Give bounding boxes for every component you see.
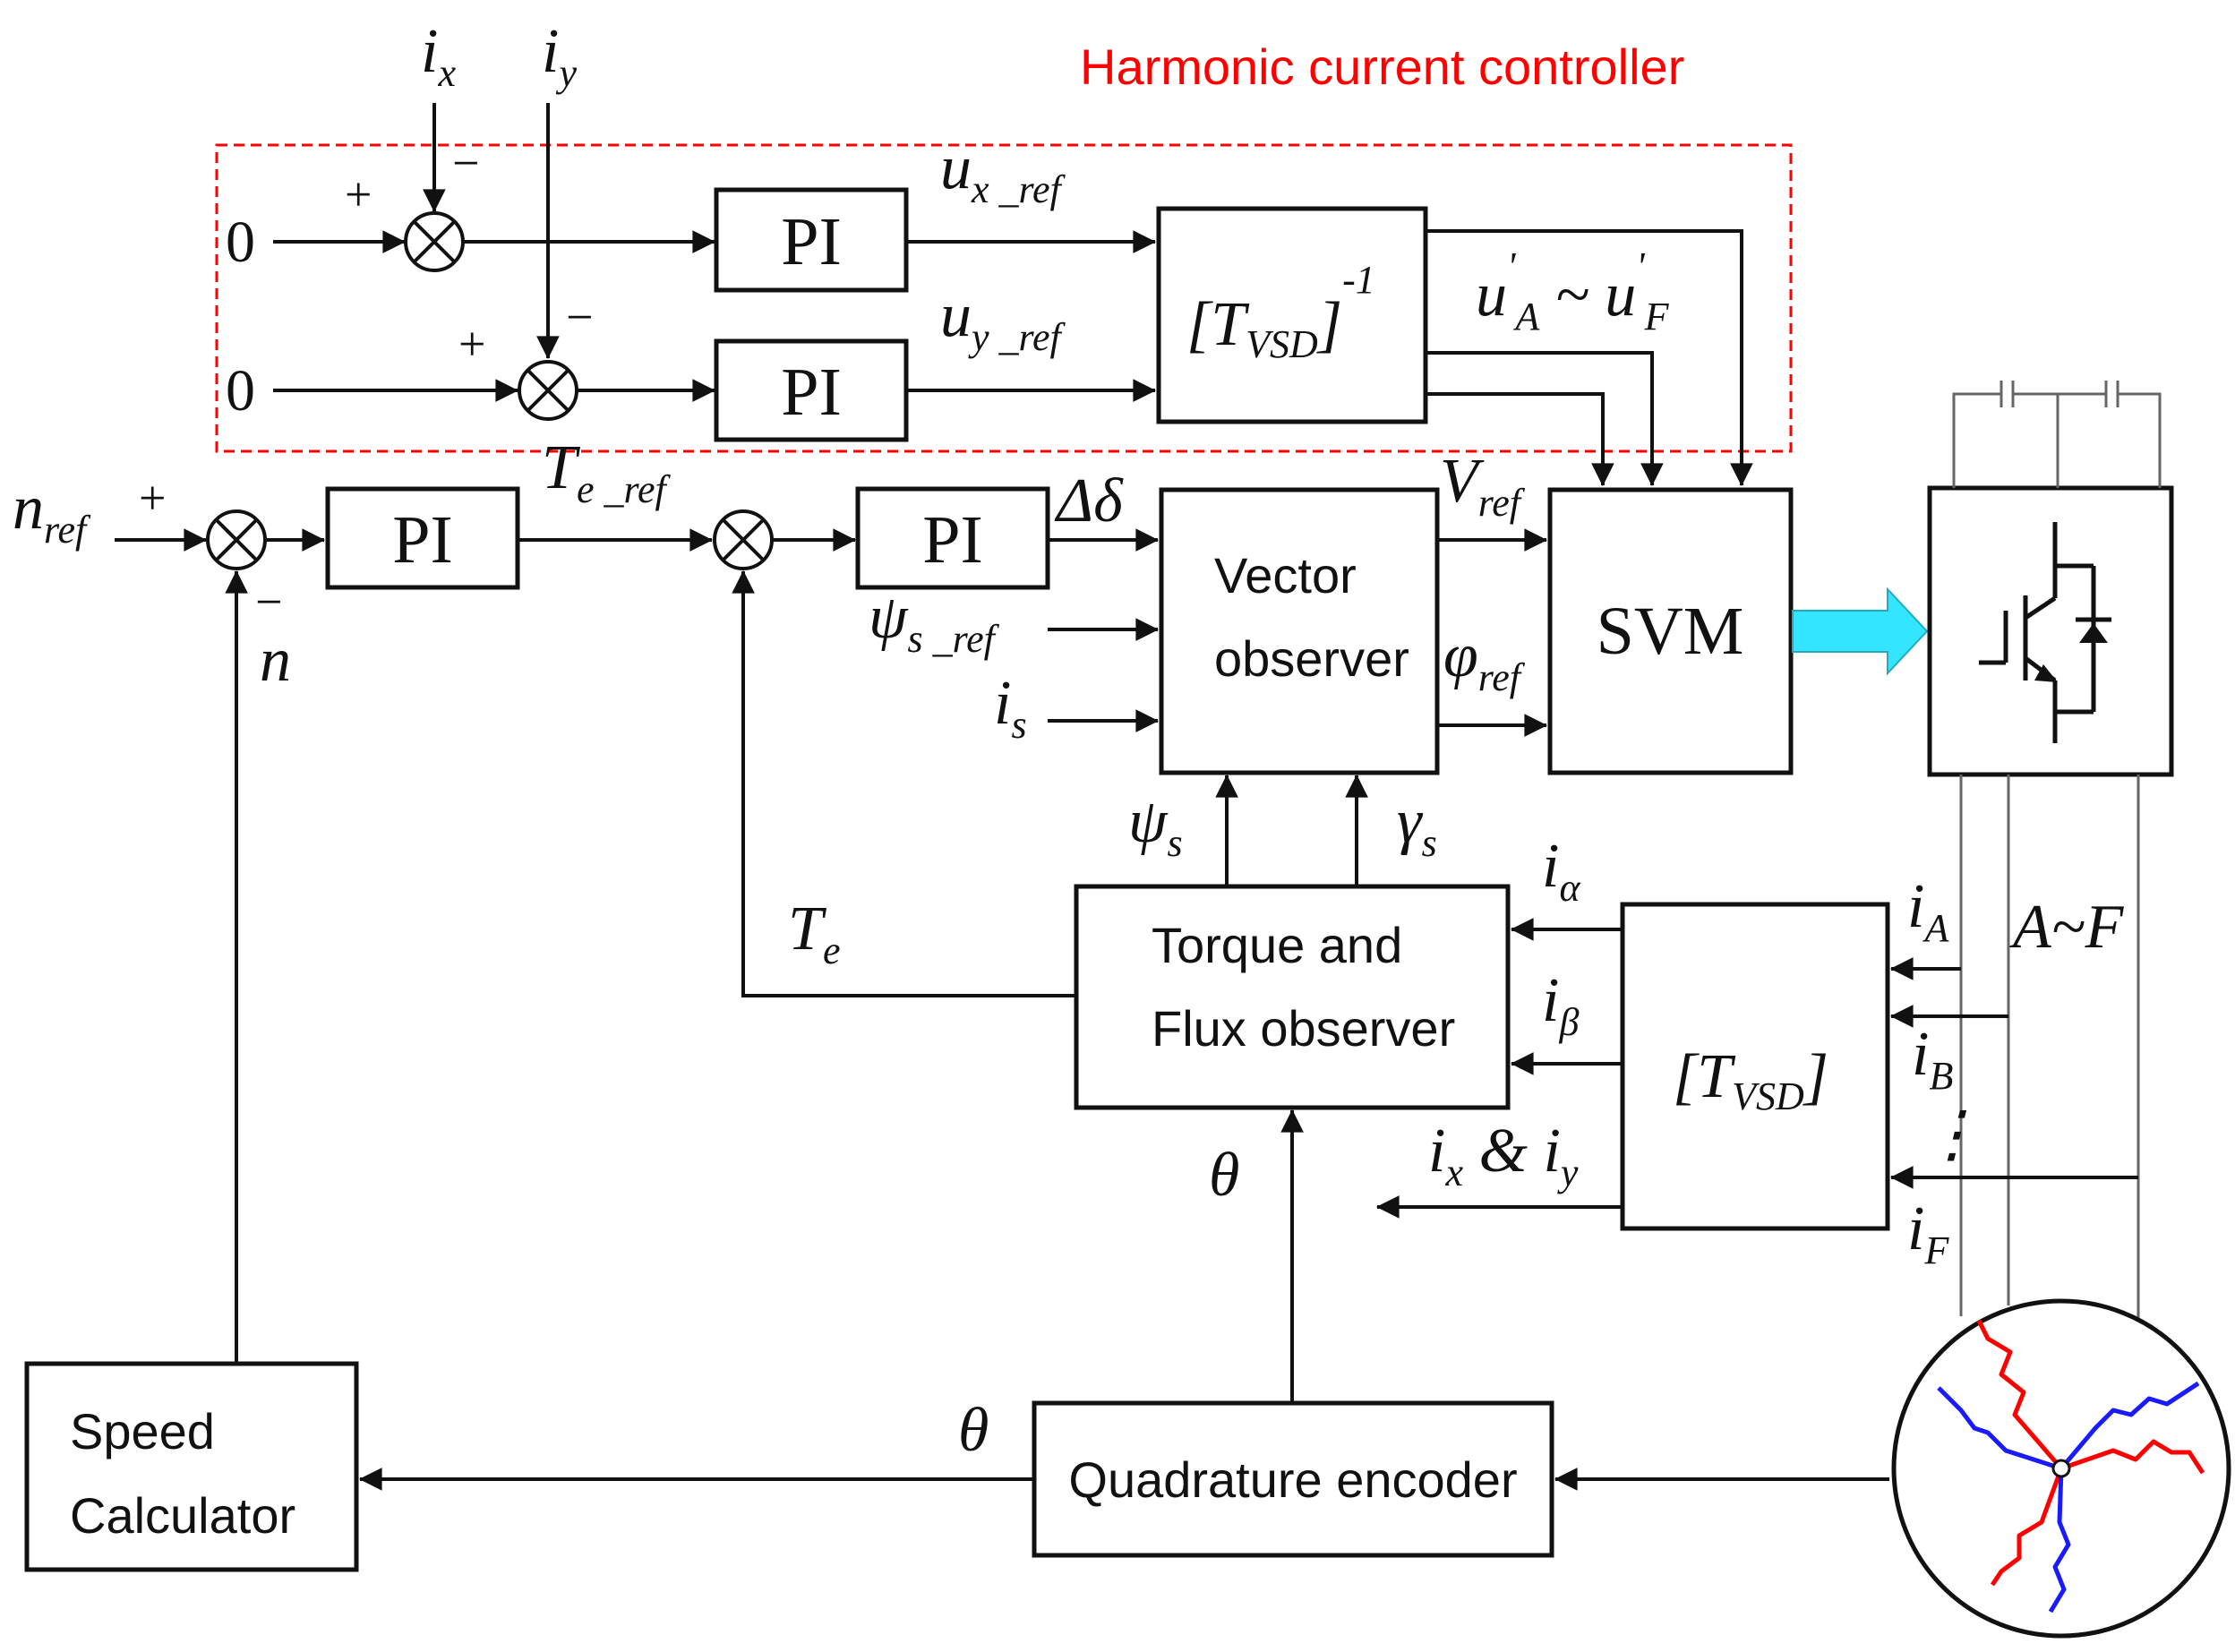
motor-windings-icon xyxy=(1891,1298,2231,1639)
harmonic-controller-region xyxy=(215,143,1793,453)
label-gamma-s: γs xyxy=(1397,787,1437,865)
inverse-tvsd-block xyxy=(1156,206,1428,424)
label-A-F: A~F xyxy=(2009,893,2125,962)
summing-junction-icon xyxy=(713,509,774,570)
harmonic-controller-title: Harmonic current controller xyxy=(1080,39,1684,95)
torque-flux-observer-label-2: Flux observer xyxy=(1152,1000,1455,1057)
torque-flux-observer-block xyxy=(1074,884,1511,1110)
label-ix: ix xyxy=(421,17,456,95)
label-n-ref: nref xyxy=(13,474,91,552)
label-uy-ref: uy _ref xyxy=(940,281,1066,359)
label-phi-ref: φref xyxy=(1443,621,1526,699)
diode-icon xyxy=(2079,623,2108,643)
speed-calculator-label-2: Calculator xyxy=(70,1487,295,1544)
quadrature-encoder-label: Quadrature encoder xyxy=(1068,1451,1517,1508)
pi-block-x-label: PI xyxy=(781,204,842,279)
input-zero-x: 0 xyxy=(226,210,255,275)
summing-junction-icon xyxy=(518,360,578,421)
label-vdots: ⋮ xyxy=(1921,1100,1983,1169)
label-iy: iy xyxy=(542,17,577,95)
summing-junction-icon xyxy=(206,509,267,570)
speed-calculator-block xyxy=(24,1361,359,1572)
inverter-block xyxy=(1927,485,2174,777)
sign-minus-n: − xyxy=(255,575,282,629)
sign-minus-x: − xyxy=(452,136,479,190)
sign-plus-x: + xyxy=(345,167,372,221)
sign-plus-n: + xyxy=(139,471,166,525)
sign-minus-y: − xyxy=(566,290,593,344)
pi-block-speed-label: PI xyxy=(392,502,453,578)
svm-block xyxy=(1547,487,1794,775)
block-arrow-icon xyxy=(1792,586,1929,676)
label-psi-s: ψs xyxy=(1128,787,1183,865)
svm-label: SVM xyxy=(1597,594,1744,669)
label-i-alpha: iα xyxy=(1542,832,1580,910)
capacitor-icon xyxy=(1952,381,2162,488)
label-iF: iF xyxy=(1907,1194,1949,1272)
inverse-tvsd-label: [TVSD]-1 xyxy=(1186,258,1375,366)
label-ux-ref: ux _ref xyxy=(940,133,1066,211)
pi-block-torque xyxy=(855,486,1050,590)
igbt-arrow-icon xyxy=(2034,664,2058,682)
label-theta-upper: θ xyxy=(1209,1141,1239,1210)
vector-observer-block xyxy=(1159,487,1440,775)
label-is: is xyxy=(994,669,1027,747)
label-ix-iy: ix & iy xyxy=(1428,1117,1579,1194)
pi-block-y-label: PI xyxy=(781,355,842,430)
vector-observer-label-1: Vector xyxy=(1214,547,1357,603)
summing-junction-icon xyxy=(404,211,465,272)
label-Te-ref: Te _ref xyxy=(542,433,671,511)
pi-block-torque-label: PI xyxy=(922,502,983,578)
label-i-beta: iβ xyxy=(1542,966,1579,1044)
label-iB: iB xyxy=(1912,1020,1953,1098)
sign-plus-y: + xyxy=(458,317,485,371)
label-psi-s-ref: ψs _ref xyxy=(869,583,1000,661)
vector-observer-label-2: observer xyxy=(1214,630,1409,687)
label-theta-lower: θ xyxy=(958,1396,989,1465)
pi-block-y xyxy=(714,338,909,442)
input-zero-y: 0 xyxy=(226,358,255,424)
label-V-ref: Vref xyxy=(1440,447,1526,525)
tvsd-label: [TVSD] xyxy=(1673,1042,1828,1118)
label-delta-delta: Δδ xyxy=(1054,466,1124,535)
torque-flux-observer-label-1: Torque and xyxy=(1152,917,1402,973)
speed-calculator-label-1: Speed xyxy=(70,1403,215,1459)
tvsd-block xyxy=(1620,902,1890,1231)
label-Te: Te xyxy=(788,894,840,972)
pi-block-speed xyxy=(325,486,520,590)
label-uA-uF: u'A ~ u'F xyxy=(1476,244,1670,338)
label-n: n xyxy=(260,626,291,695)
label-iA: iA xyxy=(1907,872,1949,950)
